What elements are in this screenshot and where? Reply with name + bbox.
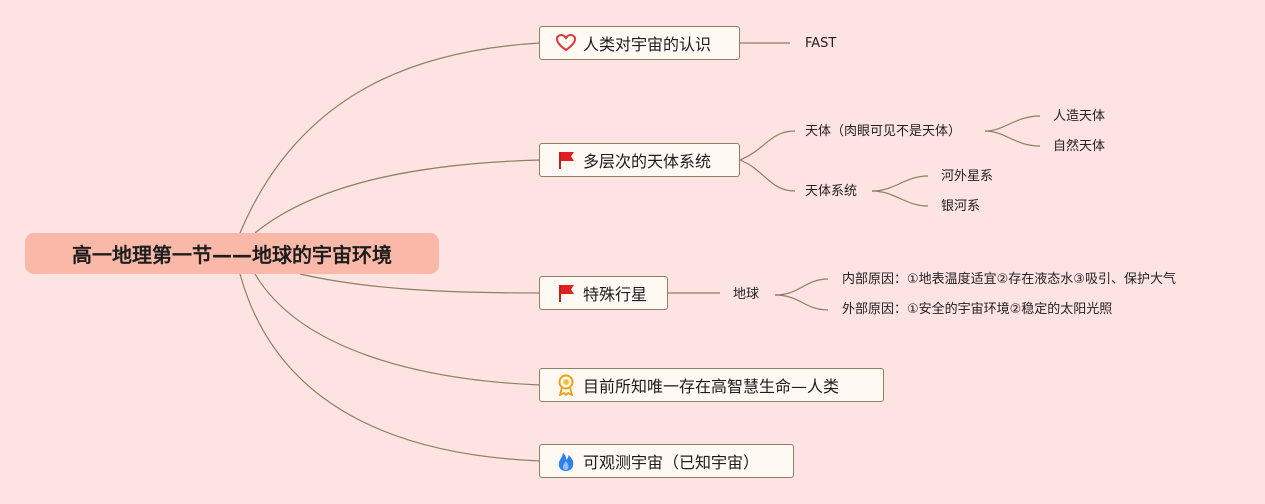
topic-label: 可观测宇宙（已知宇宙） <box>583 453 760 472</box>
flame-icon <box>555 450 577 472</box>
connector-root-topic-4 <box>254 273 541 386</box>
subtopic-external-reasons[interactable]: 外部原因：①安全的宇宙环境②稳定的太阳光照 <box>842 302 1113 317</box>
subtopic-celestial-system[interactable]: 天体系统 <box>805 184 858 199</box>
topic-label: 人类对宇宙的认识 <box>583 35 712 54</box>
award-medal-icon <box>555 374 577 396</box>
subtopic-fast[interactable]: FAST <box>805 36 837 51</box>
topic-observable-universe[interactable]: 可观测宇宙（已知宇宙） <box>539 444 794 478</box>
connector-earth-internal <box>774 278 829 296</box>
connector-root-topic-1 <box>239 42 541 234</box>
red-flag-icon <box>555 282 577 304</box>
connector-celestial-system-milky-way <box>871 190 929 207</box>
connector-celestial-system-extragalactic <box>871 175 929 192</box>
subtopic-milky-way[interactable]: 银河系 <box>941 199 981 214</box>
subtopic-natural-celestial-body[interactable]: 自然天体 <box>1053 139 1106 154</box>
topic-celestial-system-levels[interactable]: 多层次的天体系统 <box>539 143 740 177</box>
connector-topic-2-celestial-body <box>739 130 796 161</box>
red-flag-icon <box>555 149 577 171</box>
topic-human-understanding[interactable]: 人类对宇宙的认识 <box>539 26 740 60</box>
topic-special-planet[interactable]: 特殊行星 <box>539 276 668 310</box>
connector-celestial-body-artificial <box>984 115 1041 132</box>
topic-label: 特殊行星 <box>583 285 648 304</box>
connector-topic-2-celestial-system <box>739 159 796 192</box>
subtopic-artificial-celestial-body[interactable]: 人造天体 <box>1053 109 1106 124</box>
topic-label: 多层次的天体系统 <box>583 152 712 171</box>
root-topic[interactable]: 高一地理第一节——地球的宇宙环境 <box>25 233 439 274</box>
connector-earth-external <box>774 294 829 311</box>
connector-root-topic-3 <box>299 273 541 294</box>
topic-label: 目前所知唯一存在高智慧生命—人类 <box>583 377 840 396</box>
heart-icon <box>555 32 577 54</box>
topic-intelligent-life[interactable]: 目前所知唯一存在高智慧生命—人类 <box>539 368 884 402</box>
connector-celestial-body-natural <box>984 130 1041 147</box>
connector-root-topic-2 <box>254 159 541 234</box>
subtopic-celestial-body[interactable]: 天体（肉眼可见不是天体） <box>805 124 962 139</box>
subtopic-earth[interactable]: 地球 <box>733 287 760 302</box>
connector-root-topic-5 <box>239 273 541 462</box>
subtopic-extragalactic[interactable]: 河外星系 <box>941 169 994 184</box>
subtopic-internal-reasons[interactable]: 内部原因：①地表温度适宜②存在液态水③吸引、保护大气 <box>842 272 1176 287</box>
